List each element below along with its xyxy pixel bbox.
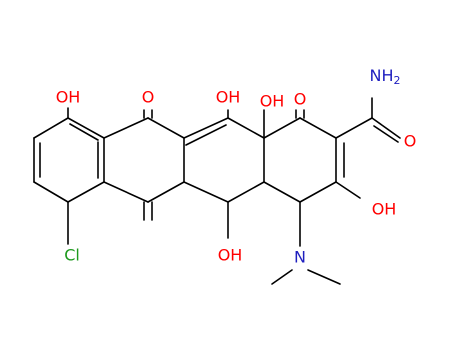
chlorine-label: Cl	[64, 246, 80, 265]
ketone-right-oxygen-label: O	[294, 90, 307, 109]
ketone-left-oxygen-label: O	[142, 88, 155, 107]
oh-top-left-label: OH	[56, 88, 81, 107]
atom-labels: OH O OH OH O NH2 O OH OH N Cl	[56, 66, 417, 267]
oh-bottom-label: OH	[218, 246, 243, 265]
oh-center-label: OH	[260, 92, 285, 111]
dimethylamino-nitrogen-label: N	[294, 248, 306, 267]
bond-network	[33, 97, 401, 285]
oh-right-label: OH	[372, 200, 397, 219]
amide-oxygen-label: O	[404, 132, 417, 151]
oh-top-center-label: OH	[216, 88, 241, 107]
amide-nitrogen-label: NH2	[370, 66, 401, 88]
